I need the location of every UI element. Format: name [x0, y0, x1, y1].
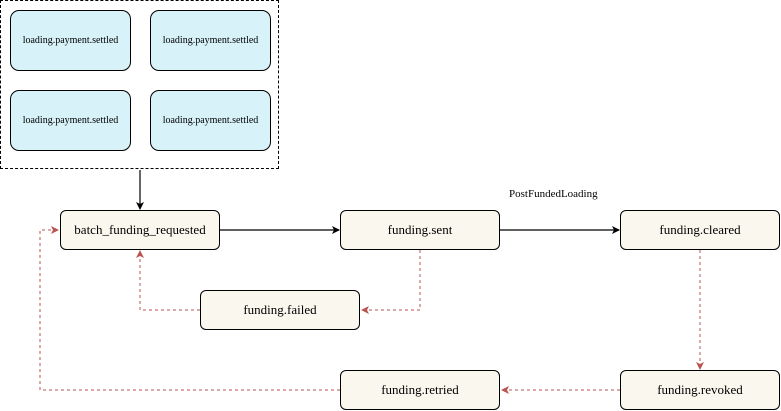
- event-node-label: loading.payment.settled: [22, 35, 119, 46]
- event-node-label: loading.payment.settled: [162, 115, 259, 126]
- event-node-loading-payment-settled-1[interactable]: loading.payment.settled: [10, 10, 131, 71]
- edge-label-post-funded-loading: PostFundedLoading: [509, 188, 598, 200]
- state-node-label: funding.sent: [387, 222, 453, 237]
- edge-retried-to-batch: [39, 226, 340, 391]
- edge-failed-to-batch: [136, 250, 200, 311]
- state-node-funding-revoked[interactable]: funding.revoked: [620, 370, 780, 410]
- event-node-label: loading.payment.settled: [22, 115, 119, 126]
- state-node-label: funding.failed: [243, 302, 317, 317]
- event-node-loading-payment-settled-2[interactable]: loading.payment.settled: [150, 10, 271, 71]
- event-node-loading-payment-settled-3[interactable]: loading.payment.settled: [10, 90, 131, 151]
- state-node-label: funding.revoked: [657, 382, 743, 397]
- edge-sent-to-failed: [361, 250, 421, 314]
- state-node-label: batch_funding_requested: [74, 222, 206, 237]
- state-node-label: funding.retried: [381, 382, 459, 397]
- event-node-label: loading.payment.settled: [162, 35, 259, 46]
- event-group-container: [0, 0, 279, 169]
- state-node-funding-cleared[interactable]: funding.cleared: [620, 210, 780, 250]
- state-node-funding-sent[interactable]: funding.sent: [340, 210, 500, 250]
- state-node-funding-retried[interactable]: funding.retried: [340, 370, 500, 410]
- state-node-batch-funding-requested[interactable]: batch_funding_requested: [60, 210, 220, 250]
- event-node-loading-payment-settled-4[interactable]: loading.payment.settled: [150, 90, 271, 151]
- state-node-label: funding.cleared: [659, 222, 741, 237]
- state-node-funding-failed[interactable]: funding.failed: [200, 290, 360, 330]
